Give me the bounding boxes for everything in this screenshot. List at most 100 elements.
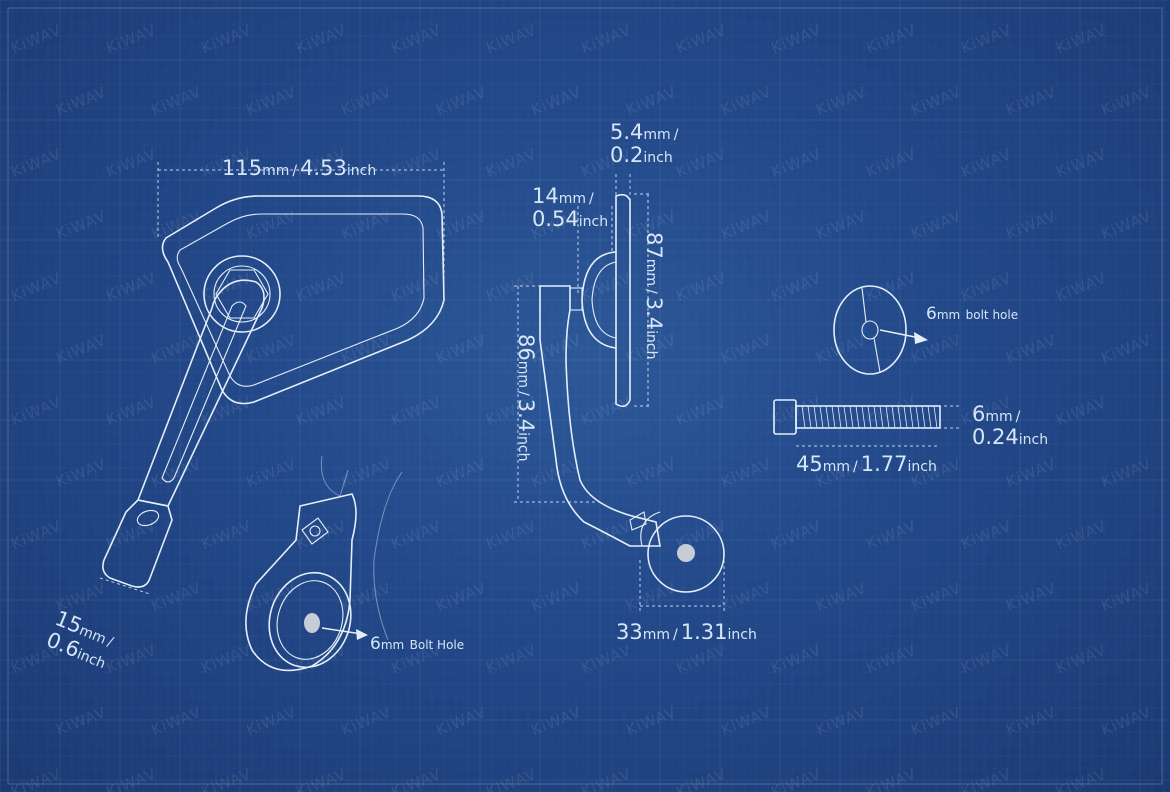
label-mount-depth: 14mm/ 0.54inch <box>532 186 608 230</box>
depth-mm-value: 14 <box>532 184 559 208</box>
washer-view <box>833 285 928 375</box>
washer-slot-bottom <box>873 337 881 373</box>
bolt-length-mm-value: 45 <box>796 452 823 476</box>
thickness-mm-unit: mm <box>643 127 671 143</box>
bolt-thread-line <box>891 405 896 429</box>
thickness-slash: / <box>673 127 679 143</box>
bolt-thread-line <box>861 405 866 429</box>
washer-hole-text: bolt hole <box>965 308 1019 322</box>
clamp-diameter-mm-unit: mm <box>642 627 671 643</box>
bolt-thread-line <box>849 405 854 429</box>
mirror-width-mm-value: 115 <box>222 156 263 180</box>
side-clamp-screw <box>629 511 647 531</box>
label-washer-hole: 6mm bolt hole <box>926 306 1018 323</box>
bar-end-clamp-view <box>245 455 403 672</box>
mirror-arm-slot <box>161 301 247 483</box>
mirror-plate-side <box>615 193 631 408</box>
bolt-thread-line <box>879 405 884 429</box>
bolt-hole-left-text: Bolt Hole <box>409 638 465 652</box>
mirror-height-inch-unit: inch <box>643 330 659 360</box>
mirror-arm <box>136 279 265 507</box>
washer-outer <box>833 285 907 375</box>
label-mirror-height: 87mm/3.4inch <box>642 232 666 360</box>
clamp-ghost-arm <box>320 455 349 497</box>
mirror-width-inch-unit: inch <box>346 163 377 179</box>
bolt-thread-line <box>927 405 932 429</box>
clamp-ring-inner <box>276 580 344 660</box>
mirror-height-mm-value: 87 <box>642 232 666 259</box>
mirror-housing-outline <box>161 195 445 405</box>
bolt-length-inch-value: 1.77 <box>860 452 908 476</box>
clamp-body <box>245 493 357 672</box>
bolt-diameter-mm-value: 6 <box>972 402 986 426</box>
bolt-length-slash: / <box>853 459 858 475</box>
hex-nut <box>215 269 269 319</box>
mirror-height-inch-value: 3.4 <box>642 296 666 331</box>
drawing-frame <box>7 7 1163 785</box>
clamp-diameter-inch-unit: inch <box>727 627 757 643</box>
bolt-head <box>773 399 797 435</box>
bolt-thread-line <box>819 405 824 429</box>
clamp-ghost-curve <box>373 471 403 641</box>
bolt-hole-arrowhead <box>356 629 368 640</box>
dim-line-clamp-width <box>99 577 151 595</box>
clamp-diameter-slash: / <box>673 627 678 643</box>
bolt-thread-line <box>903 405 908 429</box>
mirror-width-inch-value: 4.53 <box>300 156 347 180</box>
bolt-thread-line <box>933 405 938 429</box>
mirror-mount-boss <box>203 255 281 333</box>
bolt-thread-line <box>867 405 872 429</box>
bolt-thread-line <box>807 405 812 429</box>
mirror-width-mm-unit: mm <box>262 163 290 179</box>
mirror-height-slash: / <box>643 289 659 294</box>
clamp-screw <box>136 509 160 527</box>
bolt-diameter-mm-unit: mm <box>985 409 1013 425</box>
bolt-thread-line <box>813 405 818 429</box>
bolt-hole-left-value: 6 <box>370 634 381 654</box>
label-bolt-diameter: 6mm/ 0.24inch <box>972 404 1048 448</box>
bolt-thread-line <box>843 405 848 429</box>
depth-slash: / <box>589 191 594 207</box>
mirror-mount-dome <box>581 251 617 349</box>
bolt-thread-line <box>855 405 860 429</box>
arm-height-inch-value: 3.4 <box>514 398 538 433</box>
clamp-diameter-mm-value: 33 <box>616 620 643 644</box>
bolt-thread-line <box>885 405 890 429</box>
bolt-thread-line <box>837 405 842 429</box>
bolt-hole-left-unit: mm <box>380 638 405 652</box>
bolt-thread-line <box>801 405 806 429</box>
bolt-thread-line <box>873 405 878 429</box>
washer-hole-unit: mm <box>936 308 961 322</box>
thickness-inch-value: 0.2 <box>610 143 644 167</box>
side-clamp-bolt <box>677 544 695 562</box>
arm-height-mm-unit: mm <box>515 360 531 389</box>
bolt-hole-arrow-line <box>321 627 363 635</box>
mirror-side-view <box>514 174 725 612</box>
bolt-length-mm-unit: mm <box>822 459 851 475</box>
arm-height-mm-value: 86 <box>514 334 538 361</box>
bolt-thread-line <box>909 405 914 429</box>
bolt-diameter-inch-unit: inch <box>1018 432 1049 448</box>
mirror-glass-outline <box>176 213 425 387</box>
bolt-thread-line <box>825 405 830 429</box>
mirror-width-slash: / <box>292 163 298 179</box>
washer-hole-value: 6 <box>926 304 937 324</box>
thickness-inch-unit: inch <box>643 150 673 166</box>
mirror-mount-dome-inner <box>591 261 617 339</box>
bolt-threads <box>801 405 938 429</box>
bolt-length-inch-unit: inch <box>907 459 937 475</box>
bolt-thread-line <box>915 405 920 429</box>
bolt-diameter-inch-value: 0.24 <box>972 425 1019 449</box>
label-mirror-thickness: 5.4mm/ 0.2inch <box>610 122 681 166</box>
mirror-stem <box>569 287 583 311</box>
label-bolt-length: 45mm/1.77inch <box>796 454 937 475</box>
washer-hole <box>861 320 879 340</box>
washer-arrow-line <box>879 329 921 339</box>
arm-side-profile <box>539 285 661 547</box>
bolt-diameter-slash: / <box>1015 409 1021 425</box>
depth-mm-unit: mm <box>558 191 587 207</box>
depth-inch-unit: inch <box>578 214 609 230</box>
